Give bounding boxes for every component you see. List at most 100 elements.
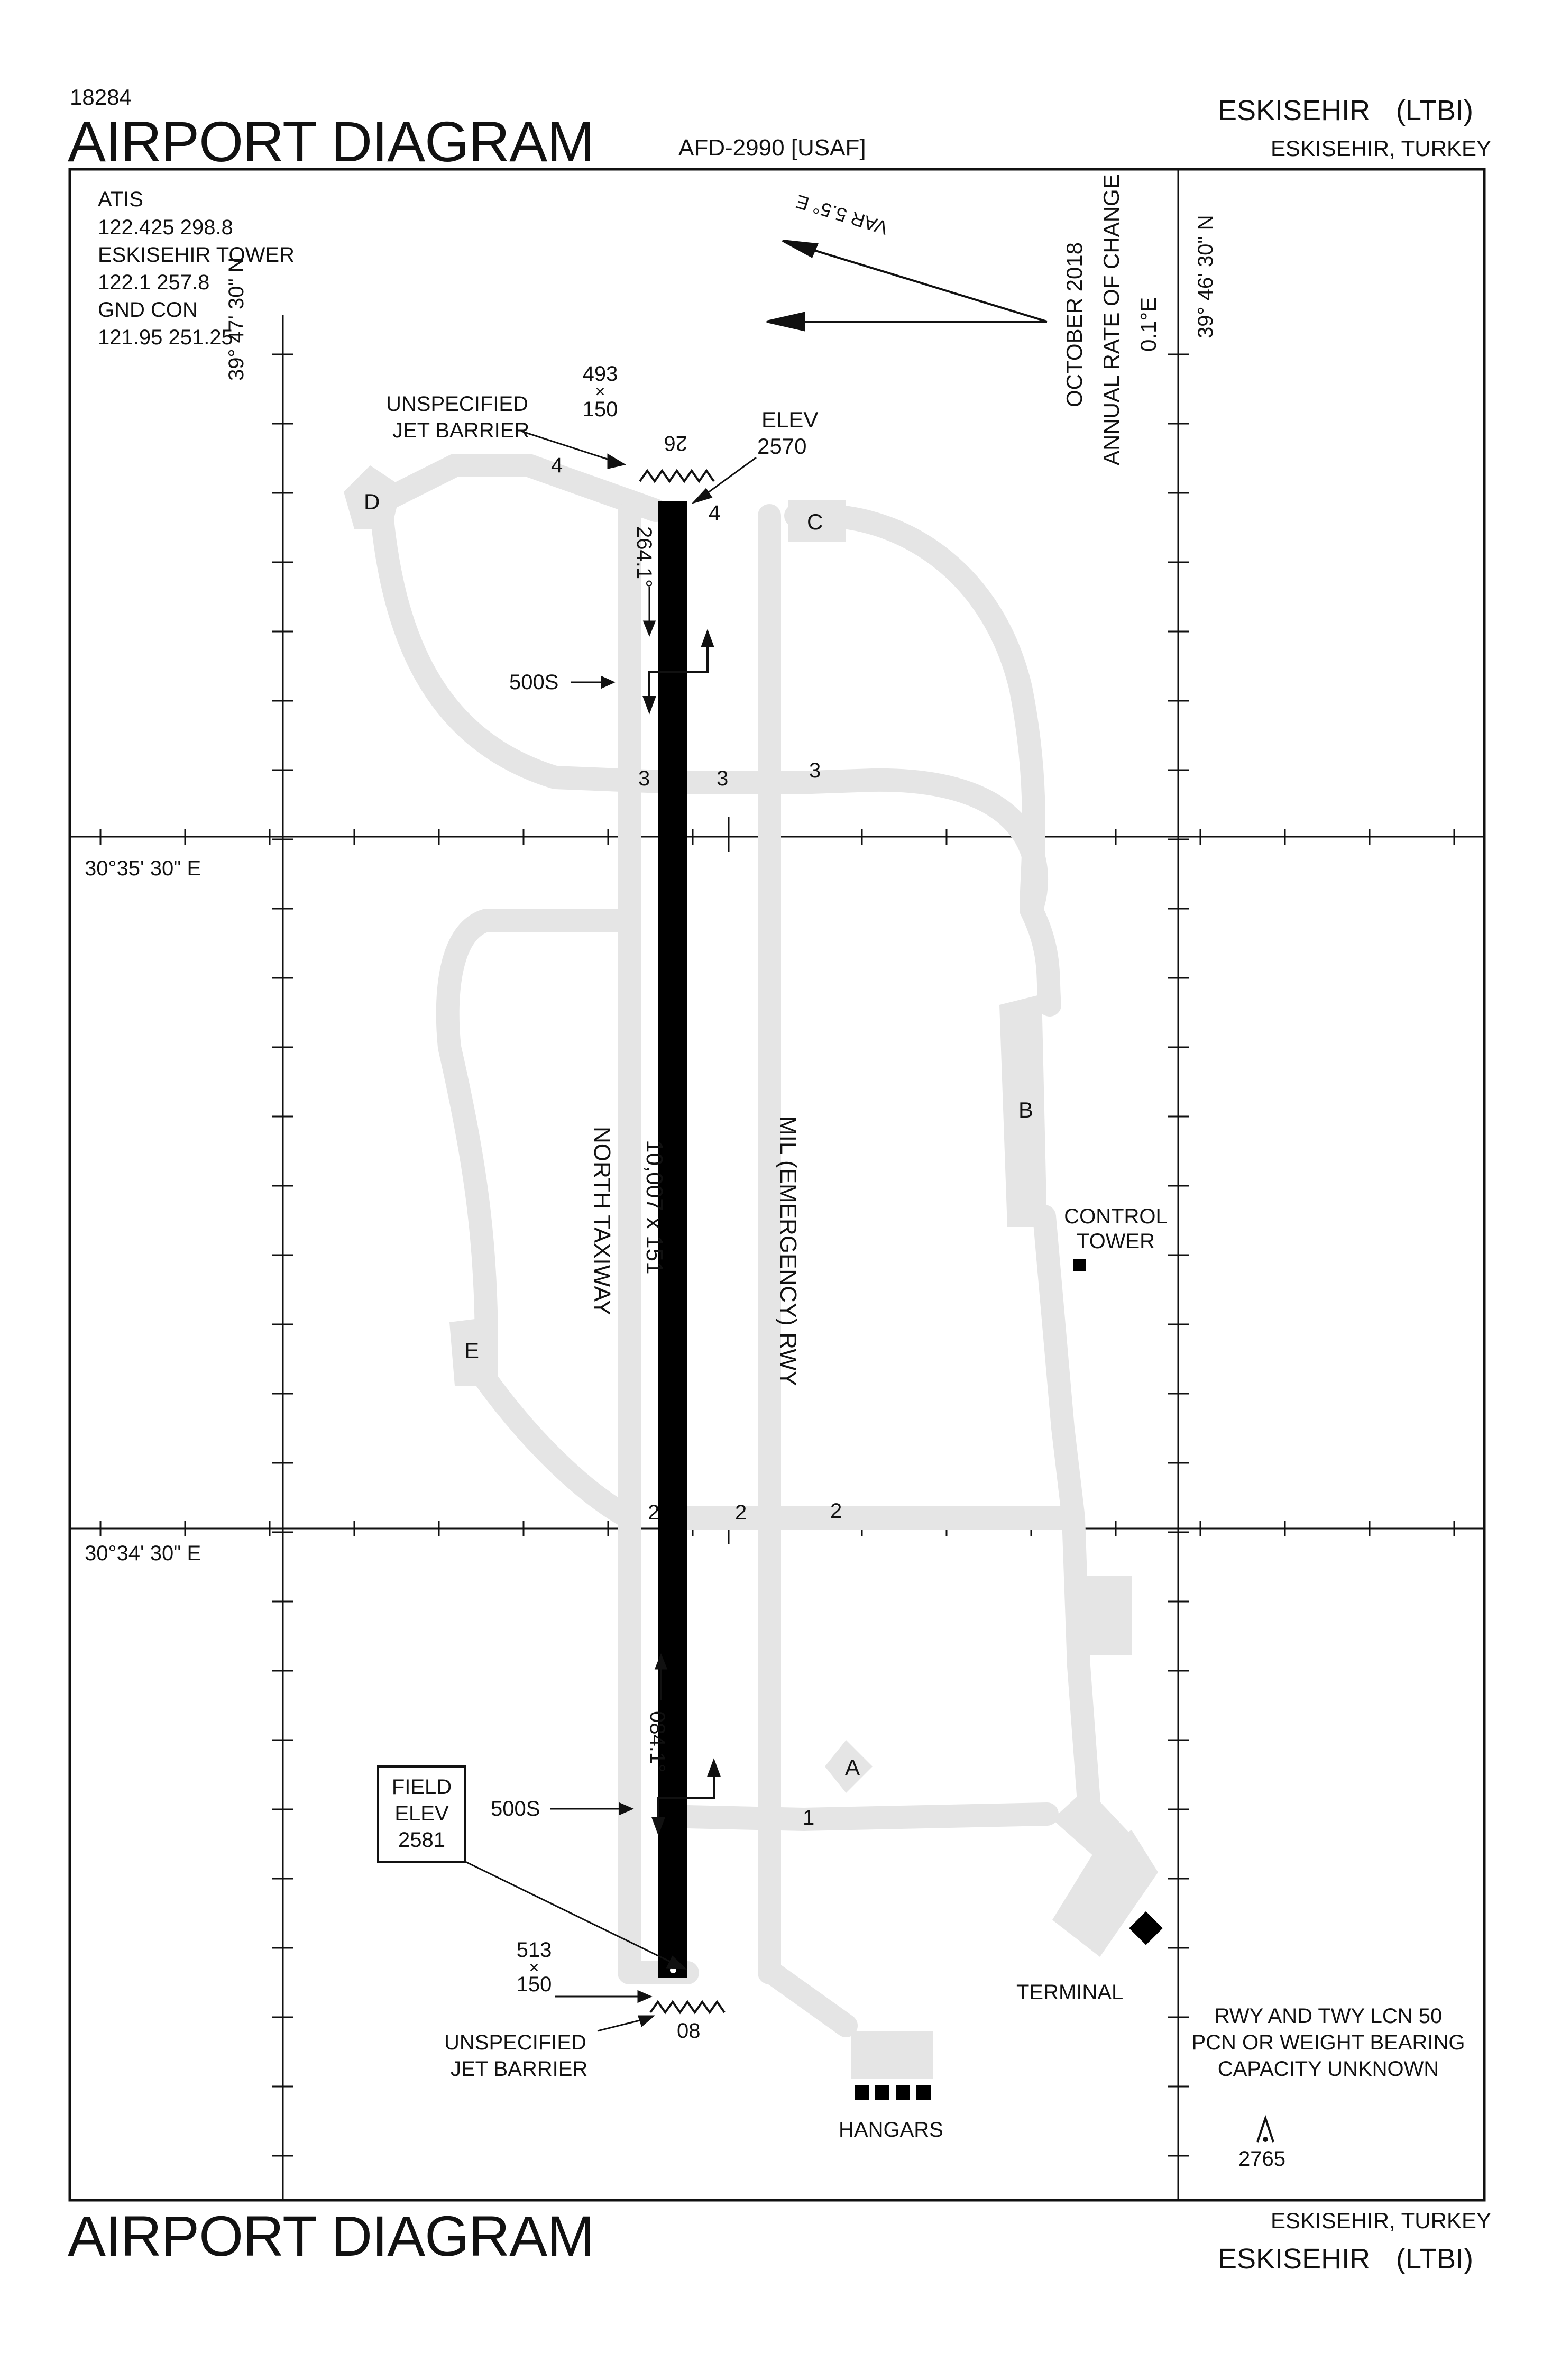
hangar-symbol-1 xyxy=(855,2085,869,2100)
tower-label: ESKISEHIR TOWER xyxy=(98,243,295,267)
terminal-symbol xyxy=(1129,1911,1163,1945)
rwy26-500s: 500S xyxy=(509,671,559,694)
apron-a-shape xyxy=(825,1740,873,1793)
true-north-line xyxy=(787,241,1048,323)
rwy08-number: 08 xyxy=(677,2019,701,2043)
rwy08-barrier-line1: UNSPECIFIED xyxy=(444,2031,586,2054)
footer-airport-name: ESKISEHIR xyxy=(1218,2243,1371,2275)
dt-arrow-north xyxy=(648,640,709,703)
magnetic-variation-arrows xyxy=(766,240,1048,332)
magnetic-north-head xyxy=(766,312,805,332)
rwy26-number: 26 xyxy=(664,432,688,455)
apron-d-label: D xyxy=(364,489,380,514)
apron-e-label: E xyxy=(464,1338,480,1363)
field-elev-box xyxy=(377,1765,466,1863)
aprons xyxy=(344,465,1158,2079)
rwy26-size-top: 493 xyxy=(582,362,618,386)
rwy08-500s: 500S xyxy=(491,1797,540,1820)
magnetic-date: OCTOBER 2018 xyxy=(1062,242,1087,407)
apron-e-shape xyxy=(449,1317,497,1386)
notes-line1: RWY AND TWY LCN 50 xyxy=(1214,2004,1443,2028)
twy-2-mid: 2 xyxy=(735,1501,747,1524)
leader-500s-south-head xyxy=(619,1802,634,1816)
leader-size-south-head xyxy=(637,1990,653,2003)
airport-location: ESKISEHIR, TURKEY xyxy=(1271,136,1492,161)
hangars-label: HANGARS xyxy=(839,2118,943,2141)
hangar-symbol-3 xyxy=(896,2085,910,2100)
apron-terminal-2 xyxy=(1052,1830,1158,1957)
leader-field-elev-head xyxy=(666,1955,687,1970)
jet-barrier-south xyxy=(649,2000,726,2015)
terminal-label: TERMINAL xyxy=(1016,1981,1124,2004)
rwy08-size-x: × xyxy=(529,1958,539,1977)
airport-name: ESKISEHIR xyxy=(1218,95,1371,126)
rwy08-size-top: 513 xyxy=(516,1938,552,1962)
grid-ticks xyxy=(99,353,1455,2157)
rwy26-heading: 264.1° xyxy=(632,526,656,588)
atis-frequencies: 122.425 298.8 xyxy=(98,216,233,239)
obstruction-elevation: 2765 xyxy=(1238,2147,1285,2171)
hangar-symbol-4 xyxy=(916,2085,931,2100)
twy-1: 1 xyxy=(803,1806,815,1829)
leader-heading-south-head xyxy=(654,1653,668,1670)
rwy26-elev-label: ELEV xyxy=(761,407,819,432)
obstruction-symbol xyxy=(1256,2114,1274,2143)
twy-2-west: 2 xyxy=(648,1501,660,1524)
rwy08-heading: 084.1° xyxy=(646,1711,669,1773)
twy-4-west: 4 xyxy=(551,454,563,477)
footer-airport-ident: (LTBI) xyxy=(1396,2243,1473,2275)
gnd-label: GND CON xyxy=(98,298,198,322)
leader-lines xyxy=(465,430,757,2032)
taxiway-terminal-spine xyxy=(1062,1506,1101,1820)
footer-title: AIRPORT DIAGRAM xyxy=(68,2204,594,2268)
apron-c-shape xyxy=(788,500,846,542)
leader-barrier-south-head xyxy=(637,2015,656,2027)
diagram-frame xyxy=(68,168,1486,2202)
atis-label: ATIS xyxy=(98,188,143,211)
field-elev-line2: ELEV xyxy=(394,1802,449,1825)
taxiway-east-link xyxy=(676,1205,1085,1530)
mil-rwy-label: MIL (EMERGENCY) RWY xyxy=(775,1116,801,1386)
leader-elev-north-head xyxy=(691,488,713,505)
apron-b-label: B xyxy=(1018,1097,1034,1122)
true-north-head xyxy=(782,240,819,258)
footer-location: ESKISEHIR, TURKEY xyxy=(1271,2208,1492,2233)
latitude-north-label: 39° 47' 30" N xyxy=(225,257,248,381)
rwy26-size-x: × xyxy=(595,382,605,401)
dt-arrow-south xyxy=(657,1769,715,1825)
displaced-threshold-arrows xyxy=(642,629,721,1836)
control-tower-symbol xyxy=(1073,1259,1086,1271)
rwy08-barrier-line2: JET BARRIER xyxy=(451,2057,588,2081)
apron-b-shape xyxy=(999,994,1047,1227)
jet-barrier-north xyxy=(639,469,715,483)
taxiway-hangars xyxy=(760,1961,858,2037)
rwy26-size-bottom: 150 xyxy=(582,398,618,421)
dt-arrow-north-head-1 xyxy=(642,696,656,715)
rwy26-barrier-line2: JET BARRIER xyxy=(392,419,530,442)
runway-08-26 xyxy=(658,501,687,1978)
control-tower-line2: TOWER xyxy=(1076,1230,1155,1253)
longitude-upper-label: 30°35' 30" E xyxy=(85,857,201,880)
rwy26-barrier-line1: UNSPECIFIED xyxy=(386,392,528,416)
tower-frequencies: 122.1 257.8 xyxy=(98,271,210,294)
twy-3-mid: 3 xyxy=(717,767,729,790)
notes-line3: CAPACITY UNKNOWN xyxy=(1217,2057,1439,2081)
longitude-lower-label: 30°34' 30" E xyxy=(85,1542,201,1565)
apron-d-shape xyxy=(344,465,402,529)
dt-arrow-north-head-2 xyxy=(701,629,714,647)
dt-arrow-south-head-1 xyxy=(651,1817,665,1836)
latitude-south-label: 39° 46' 30" N xyxy=(1194,215,1217,338)
taxiway-west-loop xyxy=(436,909,641,1530)
twy-2-east: 2 xyxy=(830,1499,842,1523)
taxiways xyxy=(369,454,1101,2037)
control-tower-line1: CONTROL xyxy=(1064,1205,1168,1228)
runway-dimensions: 10,007 x 151 xyxy=(641,1140,667,1275)
chart-number: 18284 xyxy=(70,85,132,109)
gnd-frequencies: 121.95 251.25 xyxy=(98,326,233,349)
afd-reference: AFD-2990 [USAF] xyxy=(678,135,866,161)
leader-500s-north-head xyxy=(601,675,616,689)
rate-of-change-label: ANNUAL RATE OF CHANGE xyxy=(1099,174,1124,465)
apron-east-1 xyxy=(1073,1576,1132,1655)
leader-field-elev xyxy=(465,1861,683,1969)
